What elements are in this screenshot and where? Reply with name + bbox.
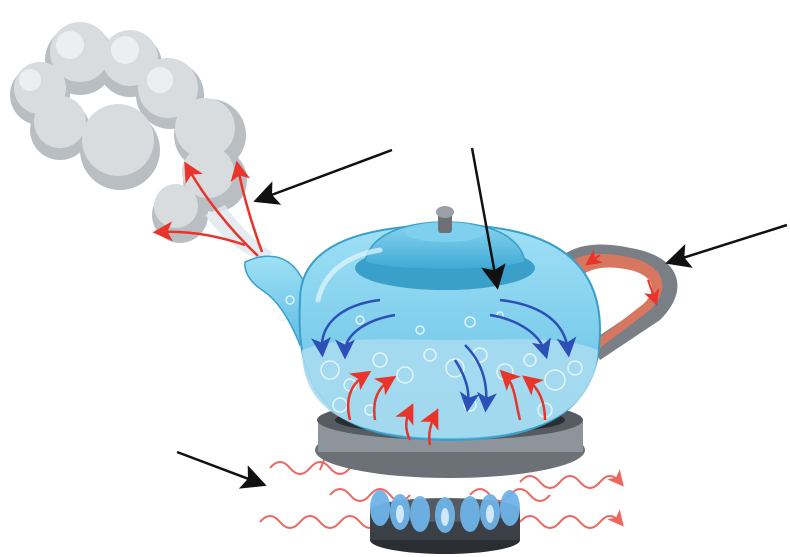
steam-cloud [10, 22, 272, 262]
kettle [245, 206, 600, 445]
pointer-burner [177, 452, 262, 484]
pointer-steam [258, 150, 392, 200]
pointer-handle [670, 225, 787, 262]
